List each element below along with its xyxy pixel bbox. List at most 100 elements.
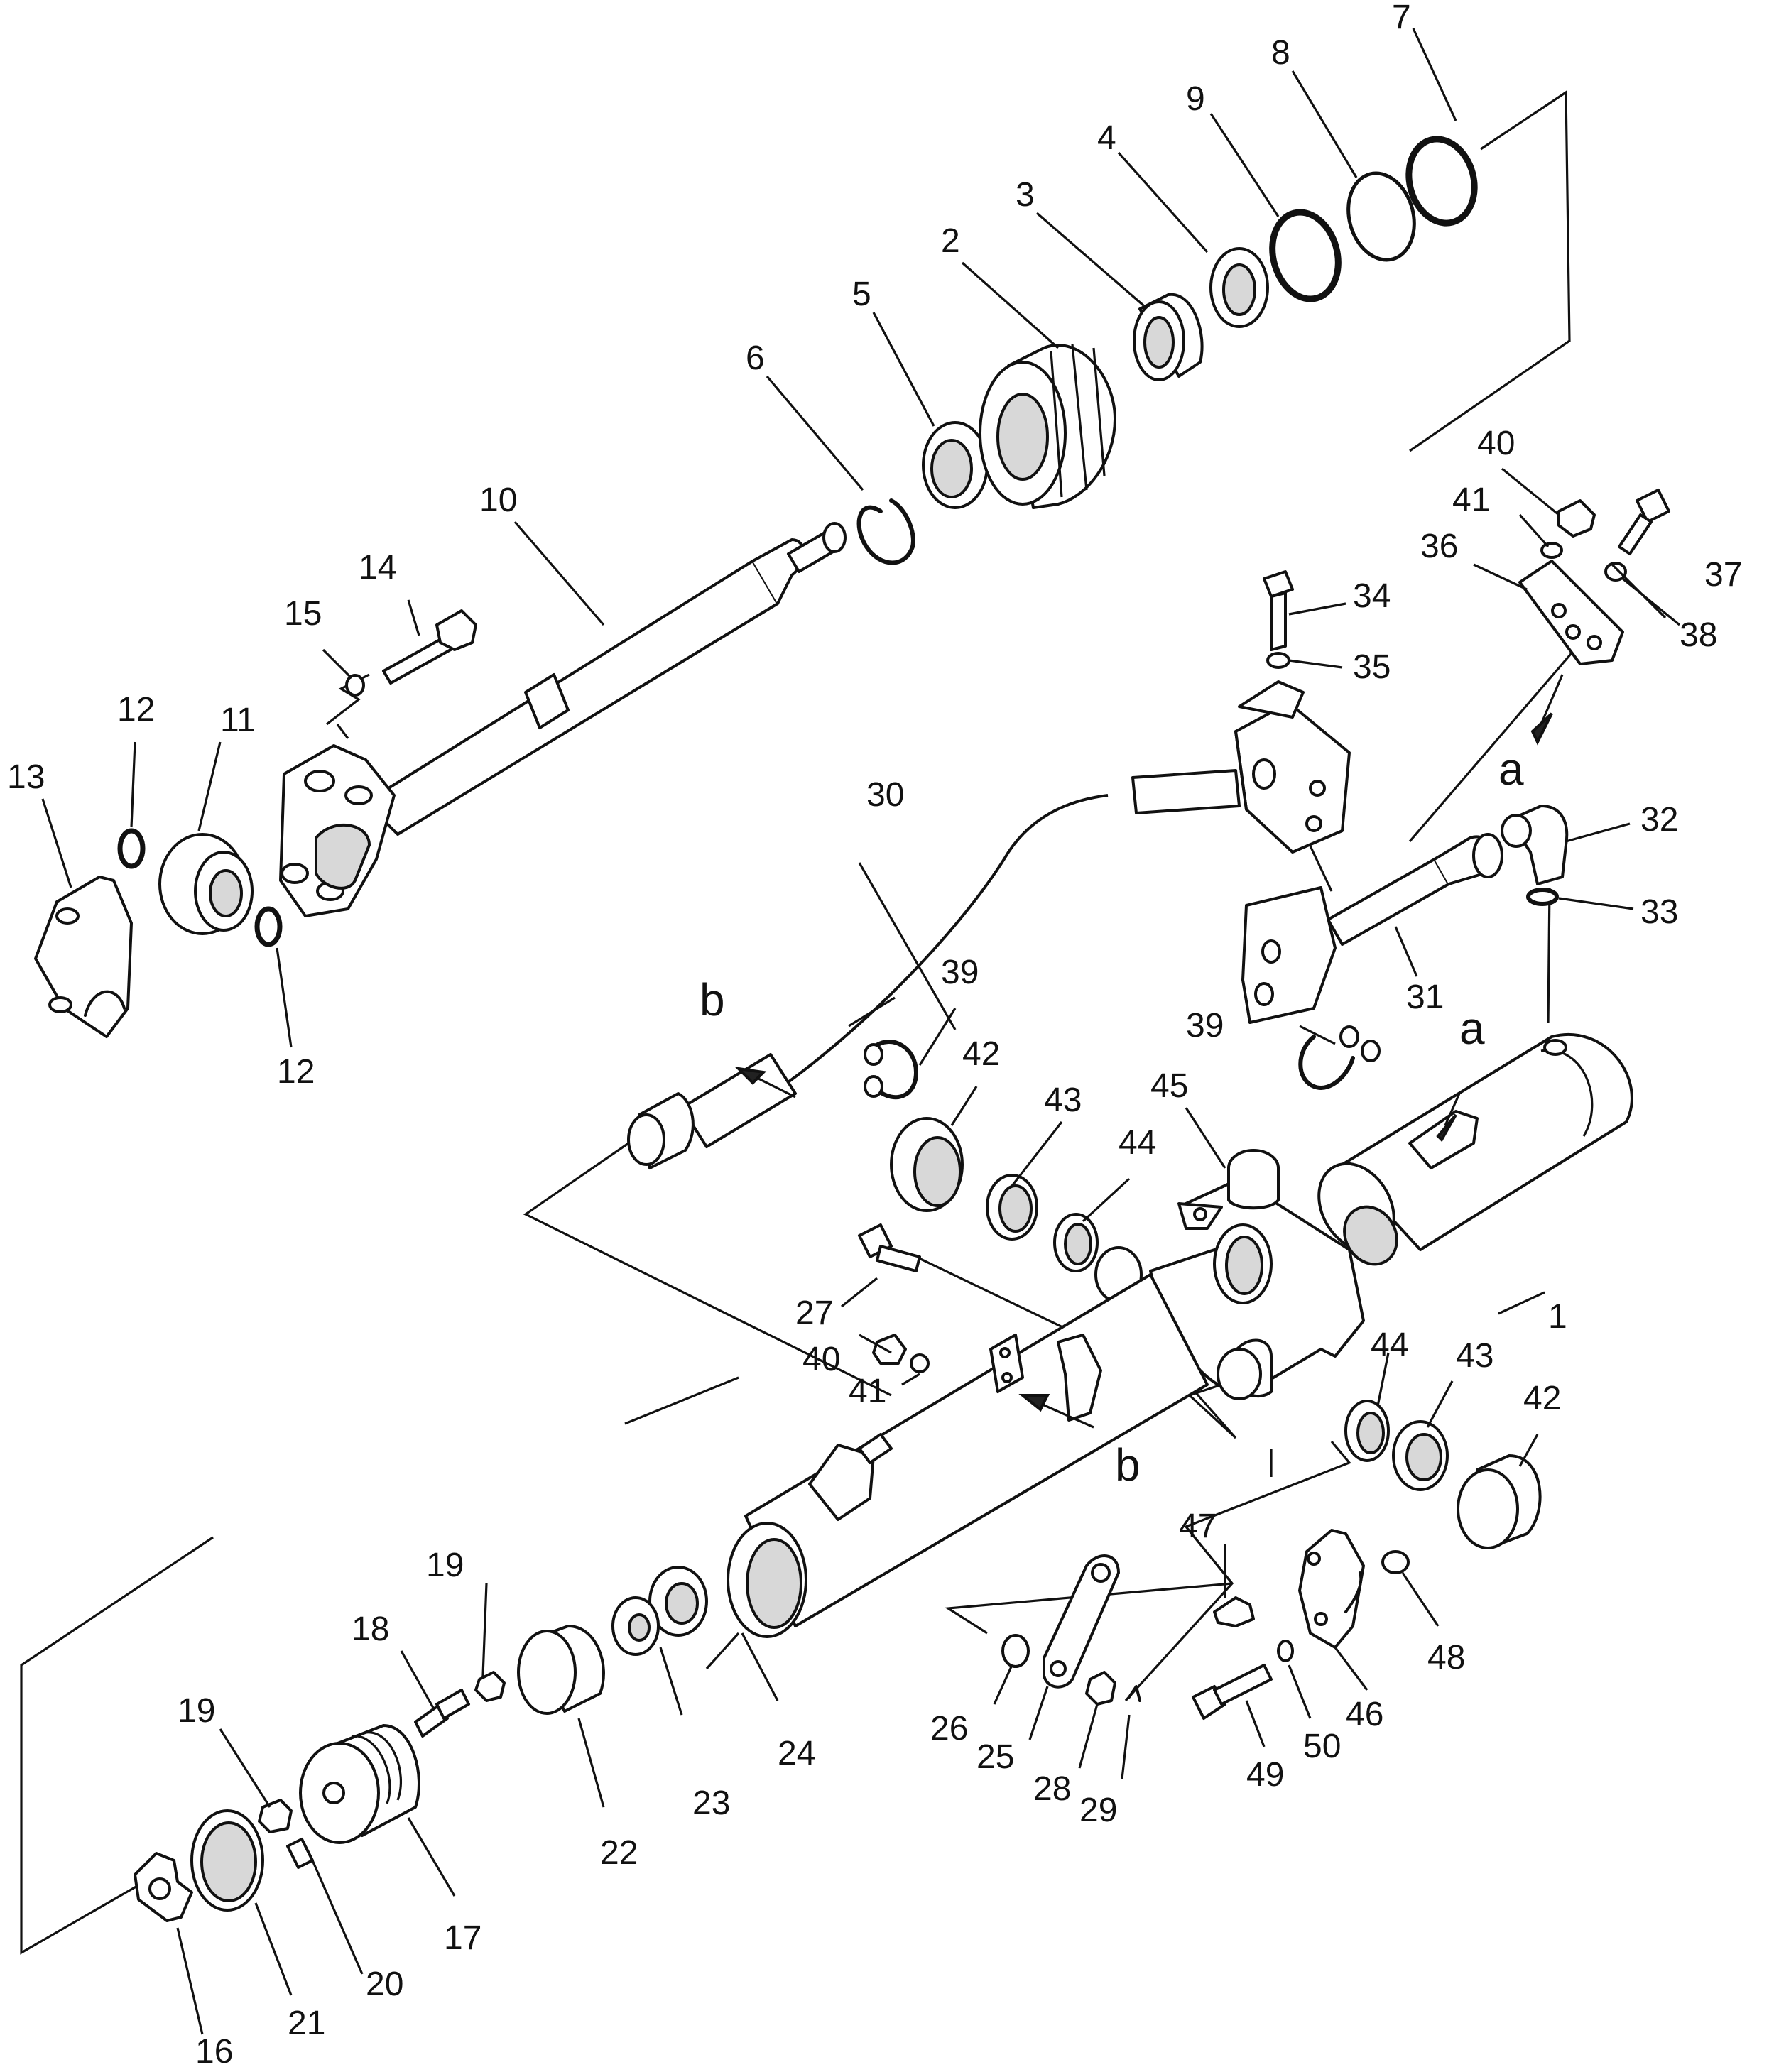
- clamp-plate-b: [989, 1334, 1102, 1422]
- cap-part-46: [1298, 1529, 1365, 1649]
- washer-part-41-lower: [910, 1353, 930, 1373]
- washer-part-15: [345, 674, 365, 697]
- bushing-part-42-upper: [890, 1117, 964, 1212]
- callout-40-upper: 40: [1477, 425, 1515, 462]
- callout-18: 18: [352, 1610, 389, 1648]
- callout-19-upper: 19: [426, 1547, 464, 1584]
- seal-part-21: [190, 1809, 264, 1912]
- callout-21: 21: [288, 2005, 325, 2042]
- callout-14: 14: [359, 549, 396, 587]
- seal-part-43-lower: [1392, 1420, 1449, 1491]
- bolt-part-49: [1192, 1664, 1273, 1720]
- callout-20: 20: [366, 1965, 403, 2003]
- ring-part-8: [1346, 171, 1416, 262]
- callout-44-upper: 44: [1119, 1124, 1156, 1162]
- bolt-part-37: [1618, 489, 1670, 555]
- nut-part-40-upper: [1557, 499, 1596, 538]
- nut-part-19-lower: [258, 1799, 293, 1833]
- callout-22: 22: [600, 1834, 638, 1872]
- snap-ring-part-6: [856, 498, 915, 565]
- callout-38: 38: [1680, 616, 1717, 654]
- plate-part-36: [1518, 560, 1624, 665]
- callout-43-lower: 43: [1456, 1337, 1493, 1375]
- pin-part-18: [414, 1689, 470, 1738]
- washer-part-38: [1604, 562, 1627, 582]
- ring-part-44-lower: [1344, 1400, 1390, 1462]
- ring-part-44-upper: [1053, 1213, 1099, 1272]
- callout-45: 45: [1150, 1067, 1188, 1105]
- callout-25: 25: [976, 1738, 1014, 1776]
- pin-part-20: [286, 1838, 314, 1869]
- callout-1: 1: [1548, 1298, 1567, 1336]
- o-ring-part-33: [1526, 888, 1559, 906]
- callout-47: 47: [1179, 1507, 1217, 1545]
- washer-part-50: [1277, 1640, 1294, 1662]
- callout-27: 27: [795, 1294, 833, 1332]
- callout-13: 13: [7, 758, 45, 796]
- wear-ring-part-22: [517, 1625, 605, 1715]
- spacer-part-48: [1381, 1550, 1410, 1574]
- callout-33: 33: [1640, 893, 1678, 931]
- callout-41-lower: 41: [849, 1373, 886, 1410]
- u-clamp-part-39-left: [864, 1040, 918, 1100]
- ring-part-7: [1405, 136, 1478, 227]
- callout-36: 36: [1420, 528, 1458, 565]
- ring-nut-part-4: [1209, 247, 1269, 328]
- callout-16: 16: [195, 2033, 233, 2068]
- piston-rod-part-10: [279, 522, 847, 917]
- washer-part-23: [611, 1596, 660, 1656]
- bolt-part-34: [1263, 570, 1294, 651]
- callout-11: 11: [220, 702, 256, 739]
- callout-9: 9: [1186, 80, 1205, 118]
- reference-b-center: b: [1115, 1439, 1141, 1490]
- cylinder-head-part-2: [979, 344, 1116, 509]
- seal-part-43-upper: [986, 1174, 1038, 1241]
- bushing-part-5: [922, 421, 989, 509]
- cap-part-13: [34, 876, 133, 1038]
- callout-30: 30: [866, 776, 904, 814]
- o-ring-part-12-lower: [254, 906, 283, 947]
- washer-part-35: [1266, 652, 1290, 669]
- callout-23: 23: [692, 1784, 730, 1822]
- o-ring-part-12-upper: [117, 828, 146, 869]
- leader-lines: [41, 28, 1681, 2035]
- callout-24: 24: [778, 1735, 815, 1772]
- ring-part-9: [1269, 209, 1342, 302]
- callout-32: 32: [1640, 801, 1678, 839]
- callout-6: 6: [746, 339, 765, 377]
- callout-39-left: 39: [941, 954, 979, 991]
- piston-part-17: [299, 1724, 420, 1844]
- bolt-part-27: [858, 1223, 921, 1272]
- ring-part-3: [1133, 293, 1204, 381]
- bolt-part-14: [382, 609, 477, 685]
- flange-block-part-30-top: [1234, 702, 1351, 854]
- reference-arrows: [734, 674, 1564, 1429]
- flange-plate-part-35-block: [1238, 680, 1305, 719]
- group-bracket-lines: [20, 90, 1606, 1955]
- callout-29: 29: [1079, 1792, 1117, 1829]
- nut-part-19-upper: [474, 1671, 506, 1702]
- callout-35: 35: [1353, 648, 1391, 686]
- reference-b-left: b: [700, 974, 725, 1025]
- callout-40-lower: 40: [802, 1341, 840, 1378]
- callout-26: 26: [930, 1710, 968, 1747]
- callout-12-lower: 12: [277, 1053, 315, 1091]
- callout-44-lower: 44: [1371, 1326, 1408, 1364]
- callout-42-lower: 42: [1523, 1380, 1561, 1417]
- callout-43-upper: 43: [1044, 1081, 1082, 1119]
- callout-3: 3: [1016, 176, 1035, 214]
- callout-8: 8: [1271, 34, 1290, 72]
- grease-fitting-part-47: [1213, 1596, 1255, 1627]
- spherical-bushing-part-11: [158, 833, 254, 935]
- callout-37: 37: [1704, 556, 1742, 594]
- callout-39-right: 39: [1186, 1007, 1224, 1045]
- callout-49: 49: [1246, 1756, 1284, 1794]
- callout-34: 34: [1353, 577, 1391, 615]
- callout-41-upper: 41: [1452, 481, 1490, 519]
- nut-part-40-lower: [872, 1334, 907, 1365]
- callout-labels: 7 8 9 4 3 2 5 6 10 14 15 12 11 13 12 30 …: [7, 0, 1742, 2071]
- callout-7: 7: [1392, 0, 1411, 36]
- reference-a-top: a: [1498, 743, 1524, 795]
- u-clamp-part-39-right: [1298, 1025, 1381, 1090]
